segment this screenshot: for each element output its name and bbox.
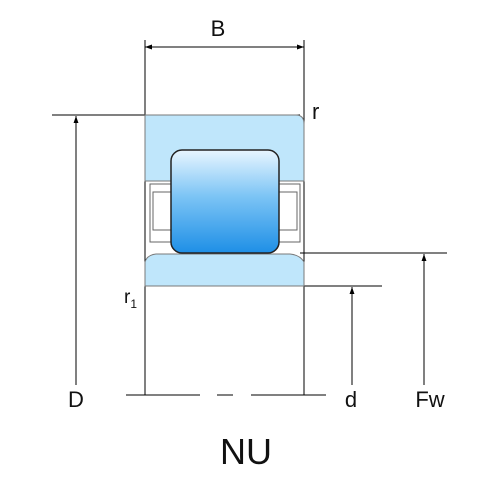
bore-diameter-label: d: [345, 387, 357, 412]
outer-diameter-label: D: [68, 387, 84, 412]
inner-radius-label: r1: [124, 287, 137, 311]
cage-inner-left: [152, 191, 172, 231]
cage-inner-right: [278, 191, 298, 231]
inner-ring: [144, 253, 305, 287]
cylindrical-roller: [170, 149, 280, 254]
outer-radius-label: r: [312, 99, 319, 124]
roller-diameter-label: Fw: [415, 387, 444, 412]
width-label: B: [211, 16, 226, 41]
inner-radius-base: r: [124, 287, 131, 308]
bearing-type-label: NU: [220, 431, 272, 472]
inner-radius-subscript: 1: [130, 297, 137, 311]
